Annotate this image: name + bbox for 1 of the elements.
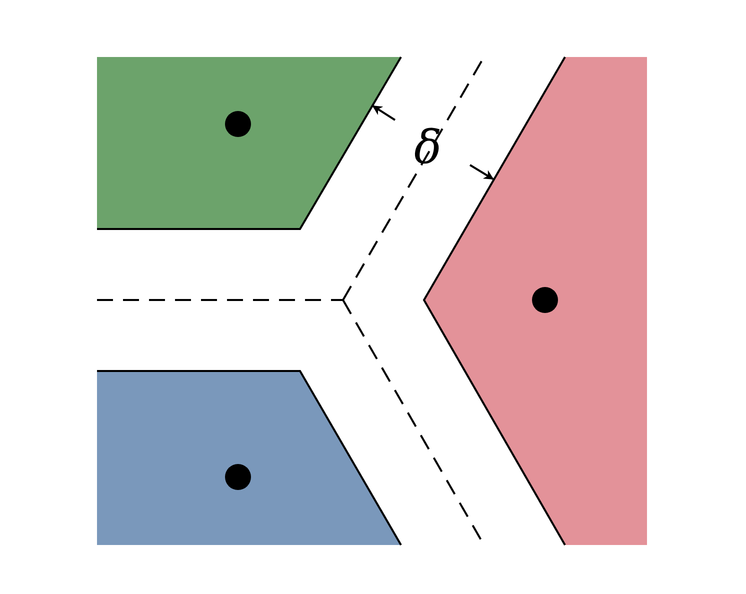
dimension-label: δ — [414, 124, 442, 170]
